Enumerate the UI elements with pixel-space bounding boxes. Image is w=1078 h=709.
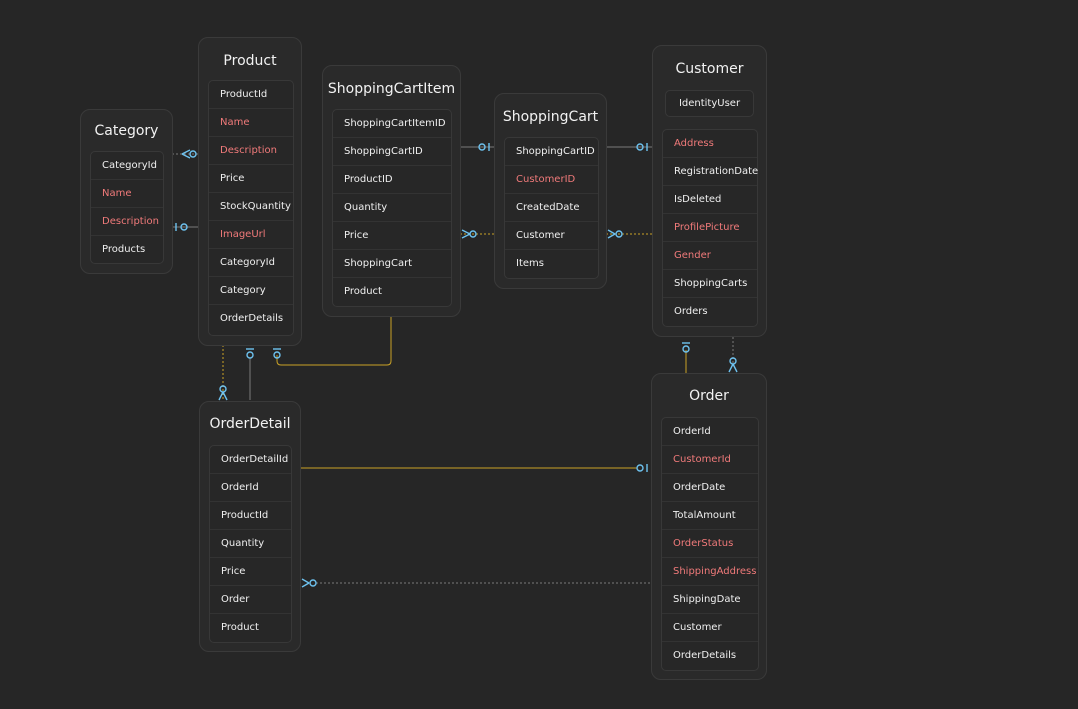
field-row[interactable]: ShoppingCarts	[663, 270, 757, 298]
field-row[interactable]: Price	[209, 165, 293, 193]
field-row[interactable]: Quantity	[210, 530, 291, 558]
field-row[interactable]: OrderDate	[662, 474, 758, 502]
field-list: OrderDetailId OrderId ProductId Quantity…	[209, 445, 292, 643]
field-row[interactable]: CategoryId	[209, 249, 293, 277]
field-row[interactable]: Quantity	[333, 194, 451, 222]
field-row[interactable]: Name	[91, 180, 163, 208]
field-row[interactable]: ProfilePicture	[663, 214, 757, 242]
zero-or-one-marker	[273, 348, 281, 359]
field-list: OrderId CustomerId OrderDate TotalAmount…	[661, 417, 759, 671]
field-row[interactable]: CustomerId	[662, 446, 758, 474]
entity-title: Order	[689, 388, 729, 404]
field-row[interactable]: StockQuantity	[209, 193, 293, 221]
zero-or-one-marker	[636, 143, 648, 151]
entity-customer[interactable]: Customer IdentityUser Address Registrati…	[652, 45, 767, 337]
zero-or-one-marker	[682, 342, 690, 353]
field-row[interactable]: ShippingAddress	[662, 558, 758, 586]
field-list: ShoppingCartID CustomerID CreatedDate Cu…	[504, 137, 599, 279]
field-row[interactable]: Customer	[662, 614, 758, 642]
field-row[interactable]: RegistrationDate	[663, 158, 758, 186]
zero-or-many-marker	[218, 385, 228, 401]
entity-product[interactable]: Product ProductId Name Description Price…	[198, 37, 302, 346]
field-row[interactable]: TotalAmount	[662, 502, 758, 530]
zero-or-many-marker	[181, 149, 197, 159]
field-row[interactable]: OrderId	[662, 418, 758, 446]
field-row[interactable]: Orders	[674, 306, 708, 317]
field-row[interactable]: Description	[209, 137, 293, 165]
field-row[interactable]: OrderStatus	[662, 530, 758, 558]
field-row[interactable]: Items	[516, 258, 544, 269]
field-row[interactable]: ShippingDate	[662, 586, 758, 614]
entity-shoppingcartitem[interactable]: ShoppingCartItem ShoppingCartItemID Shop…	[322, 65, 461, 317]
field-row[interactable]: Description	[91, 208, 163, 236]
entity-orderdetail[interactable]: OrderDetail OrderDetailId OrderId Produc…	[199, 401, 301, 652]
entity-title: Product	[223, 53, 277, 69]
zero-or-one-marker	[175, 223, 188, 231]
field-row[interactable]: ProductID	[333, 166, 451, 194]
zero-or-many-marker	[728, 357, 738, 373]
field-row[interactable]: Products	[102, 244, 146, 255]
field-row[interactable]: CustomerID	[505, 166, 598, 194]
entity-shoppingcart[interactable]: ShoppingCart ShoppingCartID CustomerID C…	[494, 93, 607, 289]
field-row[interactable]: Name	[209, 109, 293, 137]
field-list: ProductId Name Description Price StockQu…	[208, 80, 294, 336]
field-row[interactable]: Price	[333, 222, 451, 250]
field-row[interactable]: OrderDetails	[220, 313, 284, 324]
field-row[interactable]: ShoppingCartID	[505, 138, 598, 166]
field-list: Address RegistrationDate IsDeleted Profi…	[662, 129, 758, 327]
entity-order[interactable]: Order OrderId CustomerId OrderDate Total…	[651, 373, 767, 680]
field-row[interactable]: Price	[210, 558, 291, 586]
field-row[interactable]: CategoryId	[91, 152, 163, 180]
zero-or-many-marker	[607, 229, 623, 239]
field-row[interactable]: CreatedDate	[505, 194, 598, 222]
field-row[interactable]: Gender	[663, 242, 757, 270]
field-row[interactable]: ShoppingCartID	[333, 138, 451, 166]
zero-or-many-marker	[461, 229, 477, 239]
field-row[interactable]: Product	[221, 622, 259, 633]
field-row[interactable]: Order	[210, 586, 291, 614]
entity-title: ShoppingCart	[502, 109, 599, 125]
entity-title: Category	[94, 123, 159, 139]
entity-title: Customer	[675, 61, 744, 77]
zero-or-one-marker	[246, 348, 254, 359]
base-type-box[interactable]: IdentityUser	[665, 90, 754, 117]
field-row[interactable]: Product	[344, 286, 382, 297]
zero-or-one-marker	[636, 464, 648, 472]
field-row[interactable]: IsDeleted	[663, 186, 757, 214]
entity-title: ShoppingCartItem	[327, 81, 456, 97]
entity-title: OrderDetail	[209, 416, 291, 432]
field-row[interactable]: ShoppingCartItemID	[333, 110, 451, 138]
field-row[interactable]: OrderDetails	[673, 650, 737, 661]
zero-or-many-marker	[301, 578, 317, 588]
field-row[interactable]: ShoppingCart	[333, 250, 451, 278]
field-row[interactable]: ProductId	[210, 502, 291, 530]
field-row[interactable]: OrderId	[210, 474, 291, 502]
field-row[interactable]: ImageUrl	[209, 221, 293, 249]
field-row[interactable]: Category	[209, 277, 293, 305]
field-list: CategoryId Name Description Products	[90, 151, 164, 264]
entity-category[interactable]: Category CategoryId Name Description Pro…	[80, 109, 173, 274]
field-list: ShoppingCartItemID ShoppingCartID Produc…	[332, 109, 452, 307]
field-row[interactable]: OrderDetailId	[210, 446, 291, 474]
field-row[interactable]: Address	[663, 130, 757, 158]
zero-or-one-marker	[478, 143, 490, 151]
field-row[interactable]: Customer	[505, 222, 598, 250]
field-row[interactable]: ProductId	[209, 81, 293, 109]
